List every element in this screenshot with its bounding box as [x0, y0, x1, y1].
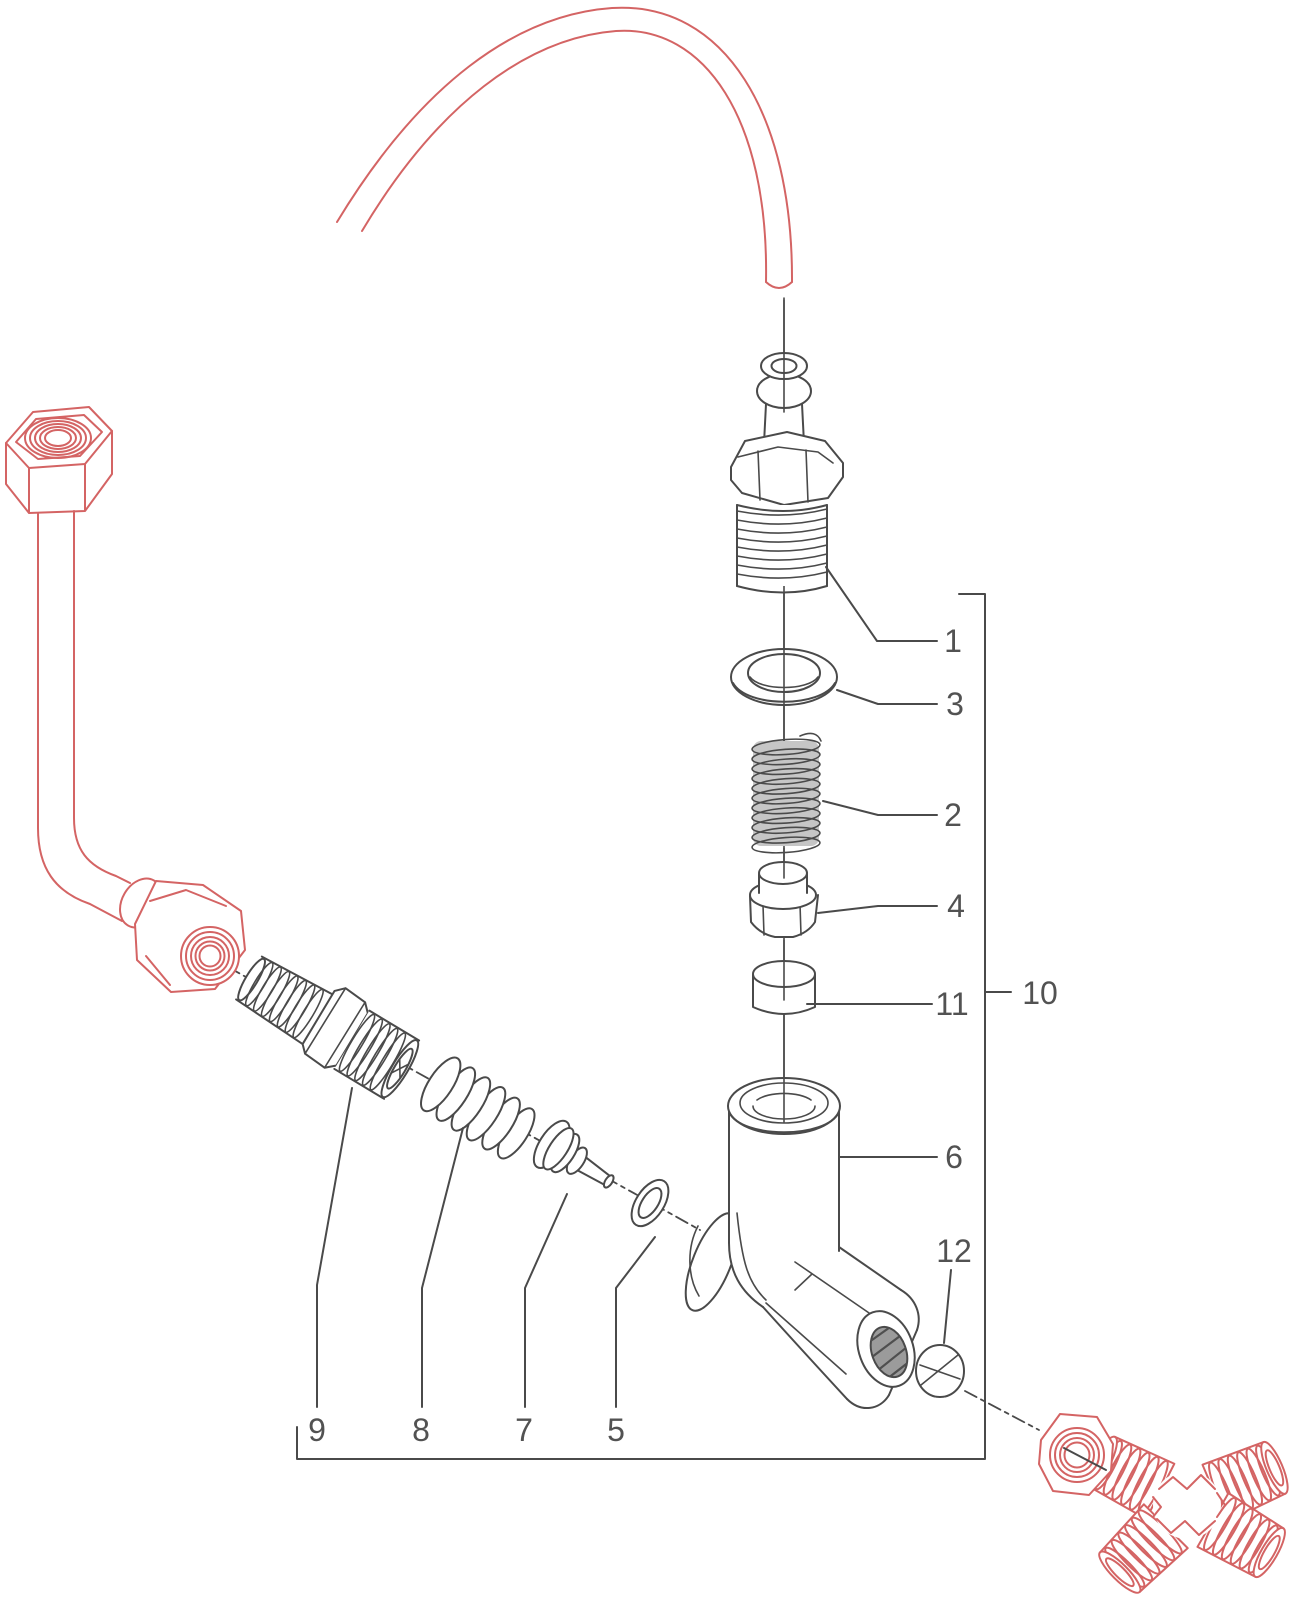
leader-3	[836, 689, 938, 705]
callout-label-8: 8	[412, 1412, 430, 1448]
part-4-lock-nut	[749, 847, 819, 938]
group-bracket	[296, 593, 986, 1460]
callout-leaders	[296, 566, 1012, 1460]
leader-1	[825, 566, 938, 642]
part-1-hose-barb-fitting	[730, 299, 844, 594]
leader-7	[524, 1193, 568, 1408]
part-3-washer	[730, 591, 838, 742]
callout-label-3: 3	[946, 686, 964, 722]
part-5-o-ring	[630, 1178, 670, 1228]
leader-2	[822, 800, 938, 816]
leader-9	[316, 1087, 353, 1408]
leader-5	[615, 1236, 656, 1408]
red-cross-fitting	[1038, 1413, 1289, 1594]
part-7-valve-poppet	[532, 1119, 615, 1189]
callout-label-5: 5	[607, 1412, 625, 1448]
leader-8	[421, 1127, 464, 1408]
callout-label-11: 11	[935, 986, 968, 1022]
callout-label-2: 2	[944, 797, 962, 833]
plug-axis-dashed-line	[964, 1390, 1040, 1431]
red-elbow-pipe	[5, 406, 246, 993]
part-2-spring	[751, 732, 822, 854]
callout-label-9: 9	[308, 1412, 326, 1448]
part-11-seal-cup	[752, 939, 816, 1015]
callout-label-10: 10	[1022, 975, 1058, 1011]
hose-tube	[336, 6, 794, 289]
callout-label-6: 6	[945, 1139, 963, 1175]
leader-4	[817, 905, 938, 914]
cross-center-junction	[1152, 1474, 1226, 1536]
cross-axis-line	[1063, 1447, 1107, 1471]
part-12-plug	[915, 1344, 965, 1398]
callout-labels: 1 3 2 4 11 10 6 12 9 8 7 5	[308, 623, 1058, 1448]
part-6-elbow-valve-body	[684, 1014, 920, 1409]
part-8-valve-spring	[420, 1056, 536, 1160]
callout-label-4: 4	[947, 888, 965, 924]
callout-label-1: 1	[944, 623, 962, 659]
part-9-valve-seat-fitting	[235, 955, 421, 1100]
callout-label-7: 7	[515, 1412, 533, 1448]
callout-label-12: 12	[936, 1233, 972, 1269]
leader-12	[943, 1269, 952, 1344]
